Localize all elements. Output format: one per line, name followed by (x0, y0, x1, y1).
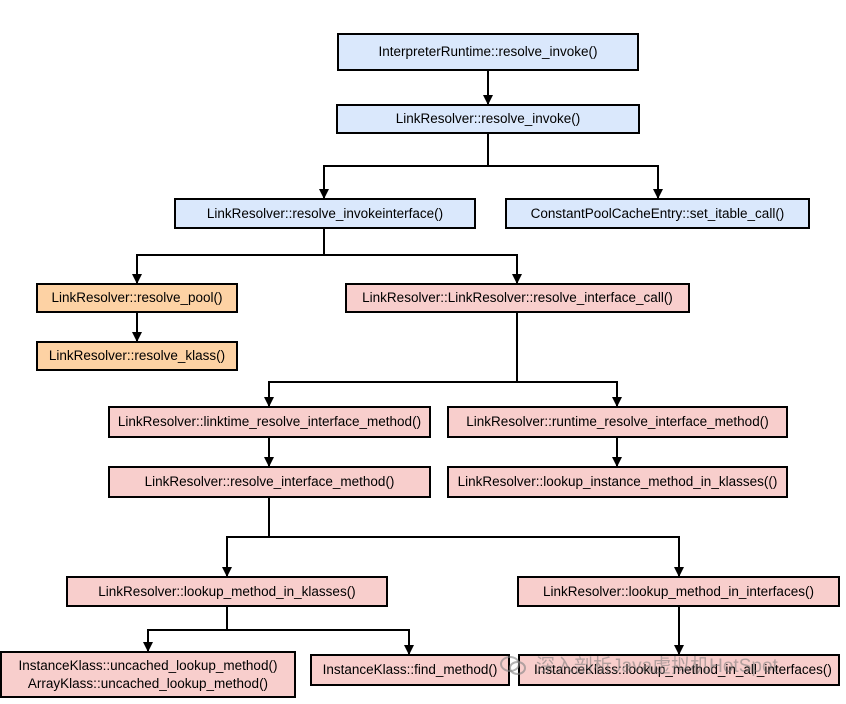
node-runtime-resolve-interface-method: LinkResolver::runtime_resolve_interface_… (447, 406, 788, 438)
node-resolve-klass: LinkResolver::resolve_klass() (36, 341, 238, 371)
edge-n3-n6 (324, 254, 522, 284)
node-set-itable-call: ConstantPoolCacheEntry::set_itable_call(… (505, 198, 810, 229)
node-linktime-resolve-interface-method: LinkResolver::linktime_resolve_interface… (108, 406, 431, 438)
edge-n10-n13 (269, 536, 684, 577)
watermark-text: 深入剖析Java虚拟机HotSpot (536, 655, 778, 677)
node-resolve-interface-call: LinkResolver::LinkResolver::resolve_inte… (345, 283, 690, 313)
edge-n10-n12 (222, 498, 270, 577)
node-find-method: InstanceKlass::find_method() (310, 654, 510, 686)
edge-n2-n4 (488, 165, 663, 199)
node-uncached-lookup-method-line2: ArrayKlass::uncached_lookup_method() (27, 675, 269, 691)
edge-n12-n15 (227, 629, 414, 655)
node-link-resolver-resolve-invoke: LinkResolver::resolve_invoke() (336, 104, 640, 134)
edge-n6-n8 (264, 313, 518, 407)
node-lookup-method-in-all-interfaces: InstanceKlass::lookup_method_in_all_inte… (518, 654, 840, 686)
node-resolve-invokeinterface: LinkResolver::resolve_invokeinterface() (174, 198, 476, 229)
node-interpreter-runtime-resolve-invoke: InterpreterRuntime::resolve_invoke() (337, 33, 639, 71)
wechat-icon (500, 654, 526, 675)
edge-n3-n5 (132, 229, 325, 284)
node-resolve-interface-method: LinkResolver::resolve_interface_method() (108, 466, 431, 498)
edge-n6-n9 (517, 381, 622, 407)
edge-n12-n14 (143, 607, 228, 652)
node-lookup-method-in-interfaces: LinkResolver::lookup_method_in_interface… (517, 576, 840, 607)
node-resolve-pool: LinkResolver::resolve_pool() (36, 283, 238, 313)
node-uncached-lookup-method: InstanceKlass::uncached_lookup_method() … (0, 651, 296, 698)
node-lookup-method-in-klasses: LinkResolver::lookup_method_in_klasses() (66, 576, 388, 607)
node-uncached-lookup-method-line1: InstanceKlass::uncached_lookup_method() (18, 657, 278, 673)
edge-n2-n3 (319, 134, 489, 199)
node-lookup-instance-method-in-klasses: LinkResolver::lookup_instance_method_in_… (447, 466, 788, 498)
watermark: 深入剖析Java虚拟机HotSpot (500, 652, 840, 677)
